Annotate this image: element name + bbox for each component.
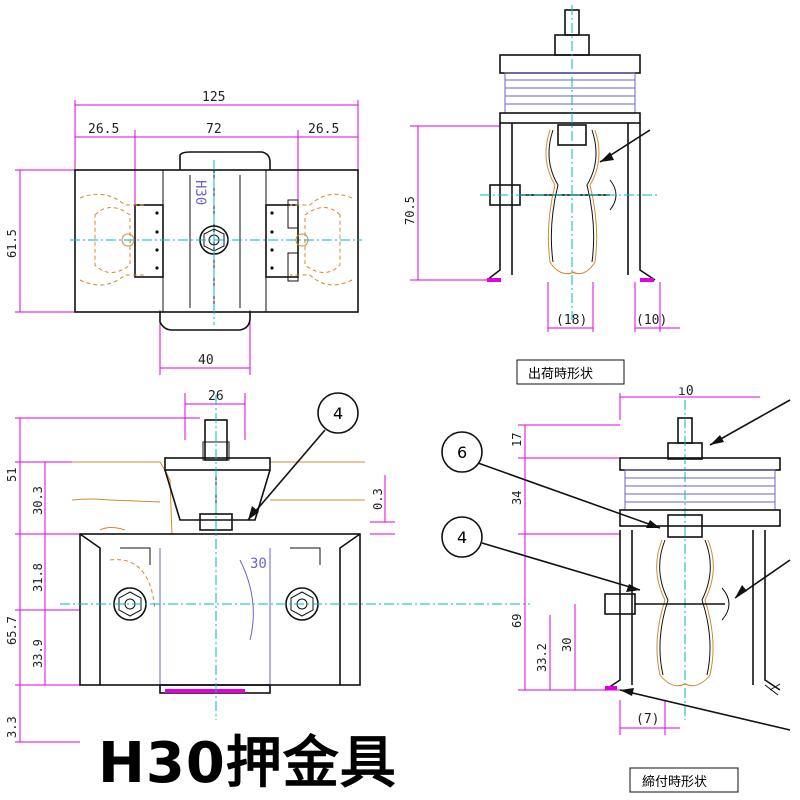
drawing-title: H30押金具 (98, 731, 397, 796)
dim-side-b-69: 69 (510, 614, 524, 628)
dim-side-w10: (10) (636, 313, 667, 328)
callout-6: 6 (457, 443, 467, 462)
dim-side-b-33-2: 33.2 (535, 643, 549, 672)
dim-top-left: 26.5 (88, 122, 119, 137)
shipping-shape-label: 出荷時形状 (528, 367, 593, 382)
dim-side-b-top: ı0 (678, 384, 694, 399)
dim-top-height: 61.5 (5, 229, 19, 258)
plan-view: H30 125 26.5 72 26.5 61.5 40 (5, 90, 362, 375)
side-view-shipped: 出荷時形状 (441, 359, 791, 793)
dim-top-overall: 125 (202, 90, 225, 105)
front-view: 30 4 26 51 30.3 0.3 31.8 65.7 33.9 3.3 (5, 389, 530, 743)
svg-text:30: 30 (250, 556, 267, 572)
dim-top-mid: 72 (206, 122, 222, 137)
tightened-shape-label: 締付時形状 (642, 774, 707, 790)
callout-4-front: 4 (333, 404, 343, 423)
dim-top-bottom-width: 40 (198, 353, 214, 368)
dim-top-right: 26.5 (308, 122, 339, 137)
dim-front-w26: 26 (208, 389, 224, 404)
part-stamp: H30 (192, 180, 208, 205)
dim-front-65-7: 65.7 (5, 616, 19, 645)
dim-side-b-17: 17 (510, 433, 524, 447)
dim-side-b-30: 30 (560, 638, 574, 652)
dim-front-3-3: 3.3 (5, 716, 19, 738)
dim-side-height: 70.5 (403, 196, 417, 225)
dim-front-30-3: 30.3 (31, 486, 45, 515)
side-view-top: 70.5 (18) (10) (403, 5, 680, 332)
dim-front-31-8: 31.8 (31, 563, 45, 592)
dim-side-b-7: (7) (636, 712, 659, 727)
dim-front-51: 51 (5, 468, 19, 482)
callout-4-side: 4 (457, 528, 467, 547)
dim-side-w18: (18) (556, 313, 587, 328)
dim-side-b-34: 34 (510, 491, 524, 505)
dim-front-0-3: 0.3 (371, 488, 385, 510)
dim-front-33-9: 33.9 (31, 639, 45, 668)
